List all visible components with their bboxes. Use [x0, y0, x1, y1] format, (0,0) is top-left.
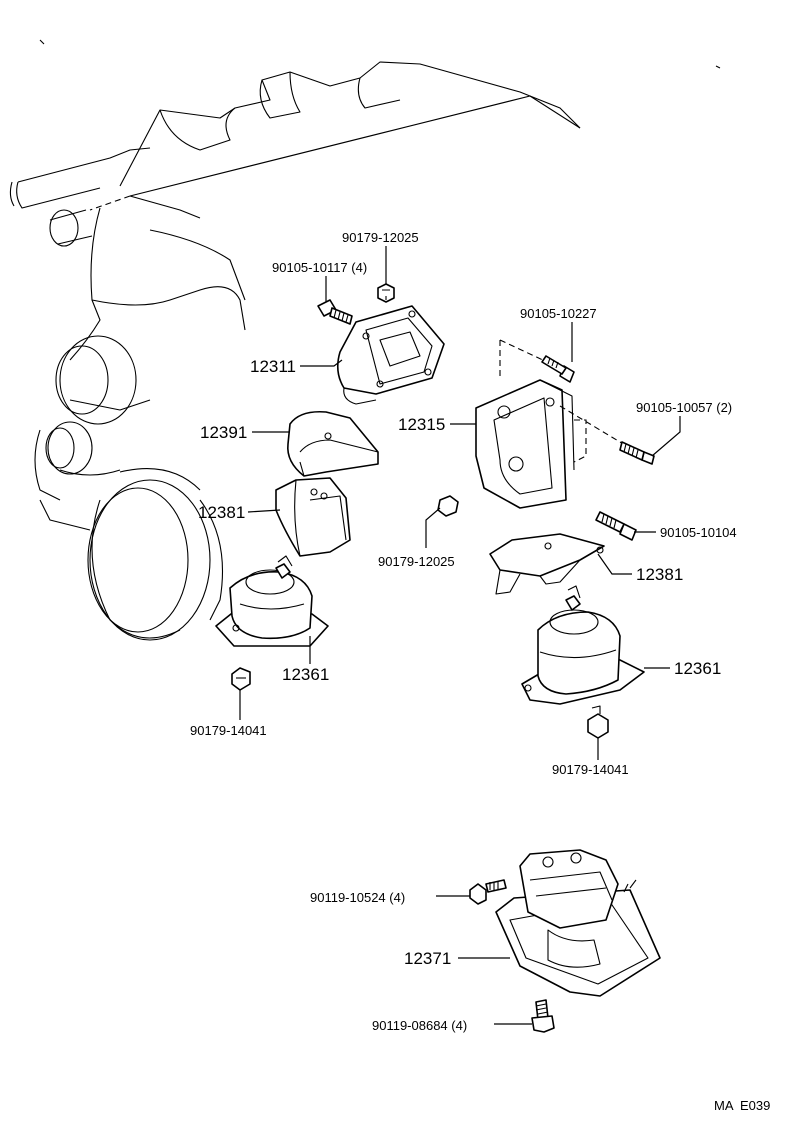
part-labels: 90179-12025 90105-10117 (4) 12311 12391 …	[190, 230, 770, 1113]
diagram-code: MA E039	[714, 1098, 770, 1113]
label-90179-12025-top: 90179-12025	[342, 230, 419, 245]
bolt-90105-10117	[317, 299, 353, 325]
label-90119-08684: 90119-08684 (4)	[372, 1018, 467, 1033]
bolt-90119-10524	[469, 879, 507, 905]
label-12315: 12315	[398, 415, 445, 434]
label-90119-10524: 90119-10524 (4)	[310, 890, 405, 905]
label-90179-14041-left: 90179-14041	[190, 723, 267, 738]
nut-90179-12025-top	[377, 283, 395, 303]
engine-block-outline	[9, 39, 721, 641]
bracket-12311	[336, 305, 445, 405]
bolt-90105-10227	[541, 355, 575, 383]
label-90105-10057: 90105-10057 (2)	[636, 400, 732, 415]
label-90179-12025-mid: 90179-12025	[378, 554, 455, 569]
mount-12361-left	[215, 555, 329, 647]
insulator-12381-left	[275, 477, 351, 557]
leader-lines	[239, 246, 681, 1025]
label-90179-14041-right: 90179-14041	[552, 762, 629, 777]
bolt-90105-10057	[619, 441, 655, 465]
label-12361-left: 12361	[282, 665, 329, 684]
nut-90179-12025-mid	[437, 495, 459, 517]
label-90105-10117: 90105-10117 (4)	[272, 260, 367, 275]
bolt-90119-08684	[531, 999, 555, 1033]
label-12381-left: 12381	[198, 503, 245, 522]
nut-90179-14041-right	[587, 705, 609, 739]
label-12361-right: 12361	[674, 659, 721, 678]
mount-12361-right	[521, 585, 645, 705]
label-12311: 12311	[250, 357, 296, 376]
insulator-12391	[287, 410, 379, 477]
label-12391: 12391	[200, 423, 247, 442]
label-12381-right: 12381	[636, 565, 683, 584]
nut-90179-14041-left	[231, 667, 251, 691]
label-90105-10104: 90105-10104	[660, 525, 737, 540]
label-12371: 12371	[404, 949, 451, 968]
bolt-90105-10104	[595, 511, 637, 541]
insulator-12381-right	[489, 533, 605, 595]
bracket-12315	[475, 379, 575, 509]
label-90105-10227: 90105-10227	[520, 306, 597, 321]
mount-12371	[495, 849, 661, 997]
dashed-guide-12315	[499, 339, 641, 463]
